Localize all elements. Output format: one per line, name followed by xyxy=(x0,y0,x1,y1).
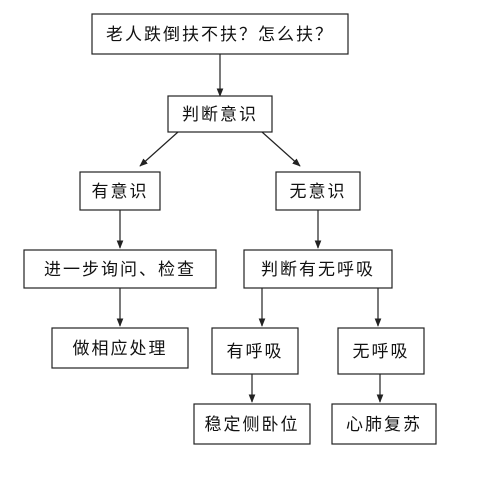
node-cpr-label: 心肺复苏 xyxy=(346,415,422,435)
node-unconscious-label: 无意识 xyxy=(290,182,347,202)
node-judge-breathing: 判断有无呼吸 xyxy=(243,249,393,289)
node-conscious: 有意识 xyxy=(79,171,161,211)
node-no-breathing: 无呼吸 xyxy=(337,327,425,375)
node-judge-breathing-label: 判断有无呼吸 xyxy=(261,260,375,280)
node-handle-label: 做相应处理 xyxy=(73,339,168,359)
node-judge-consciousness: 判断意识 xyxy=(167,95,273,133)
node-recovery-position: 稳定侧卧位 xyxy=(193,403,311,445)
edge-judge-to-unconscious xyxy=(261,131,301,167)
node-handle: 做相应处理 xyxy=(51,327,189,369)
node-no-breathing-label: 无呼吸 xyxy=(353,342,410,362)
node-further-check: 进一步询问、检查 xyxy=(23,249,217,289)
node-cpr: 心肺复苏 xyxy=(331,403,437,445)
node-conscious-label: 有意识 xyxy=(92,182,149,202)
node-judge-consciousness-label: 判断意识 xyxy=(182,105,258,125)
edge-judge-to-conscious xyxy=(139,131,179,167)
node-start-label: 老人跌倒扶不扶？怎么扶？ xyxy=(106,25,334,45)
node-unconscious: 无意识 xyxy=(275,171,361,211)
node-breathing: 有呼吸 xyxy=(211,327,299,375)
node-further-check-label: 进一步询问、检查 xyxy=(44,260,196,280)
edges xyxy=(116,54,384,403)
node-breathing-label: 有呼吸 xyxy=(227,342,284,362)
node-recovery-position-label: 稳定侧卧位 xyxy=(205,415,300,435)
node-start: 老人跌倒扶不扶？怎么扶？ xyxy=(91,13,349,55)
